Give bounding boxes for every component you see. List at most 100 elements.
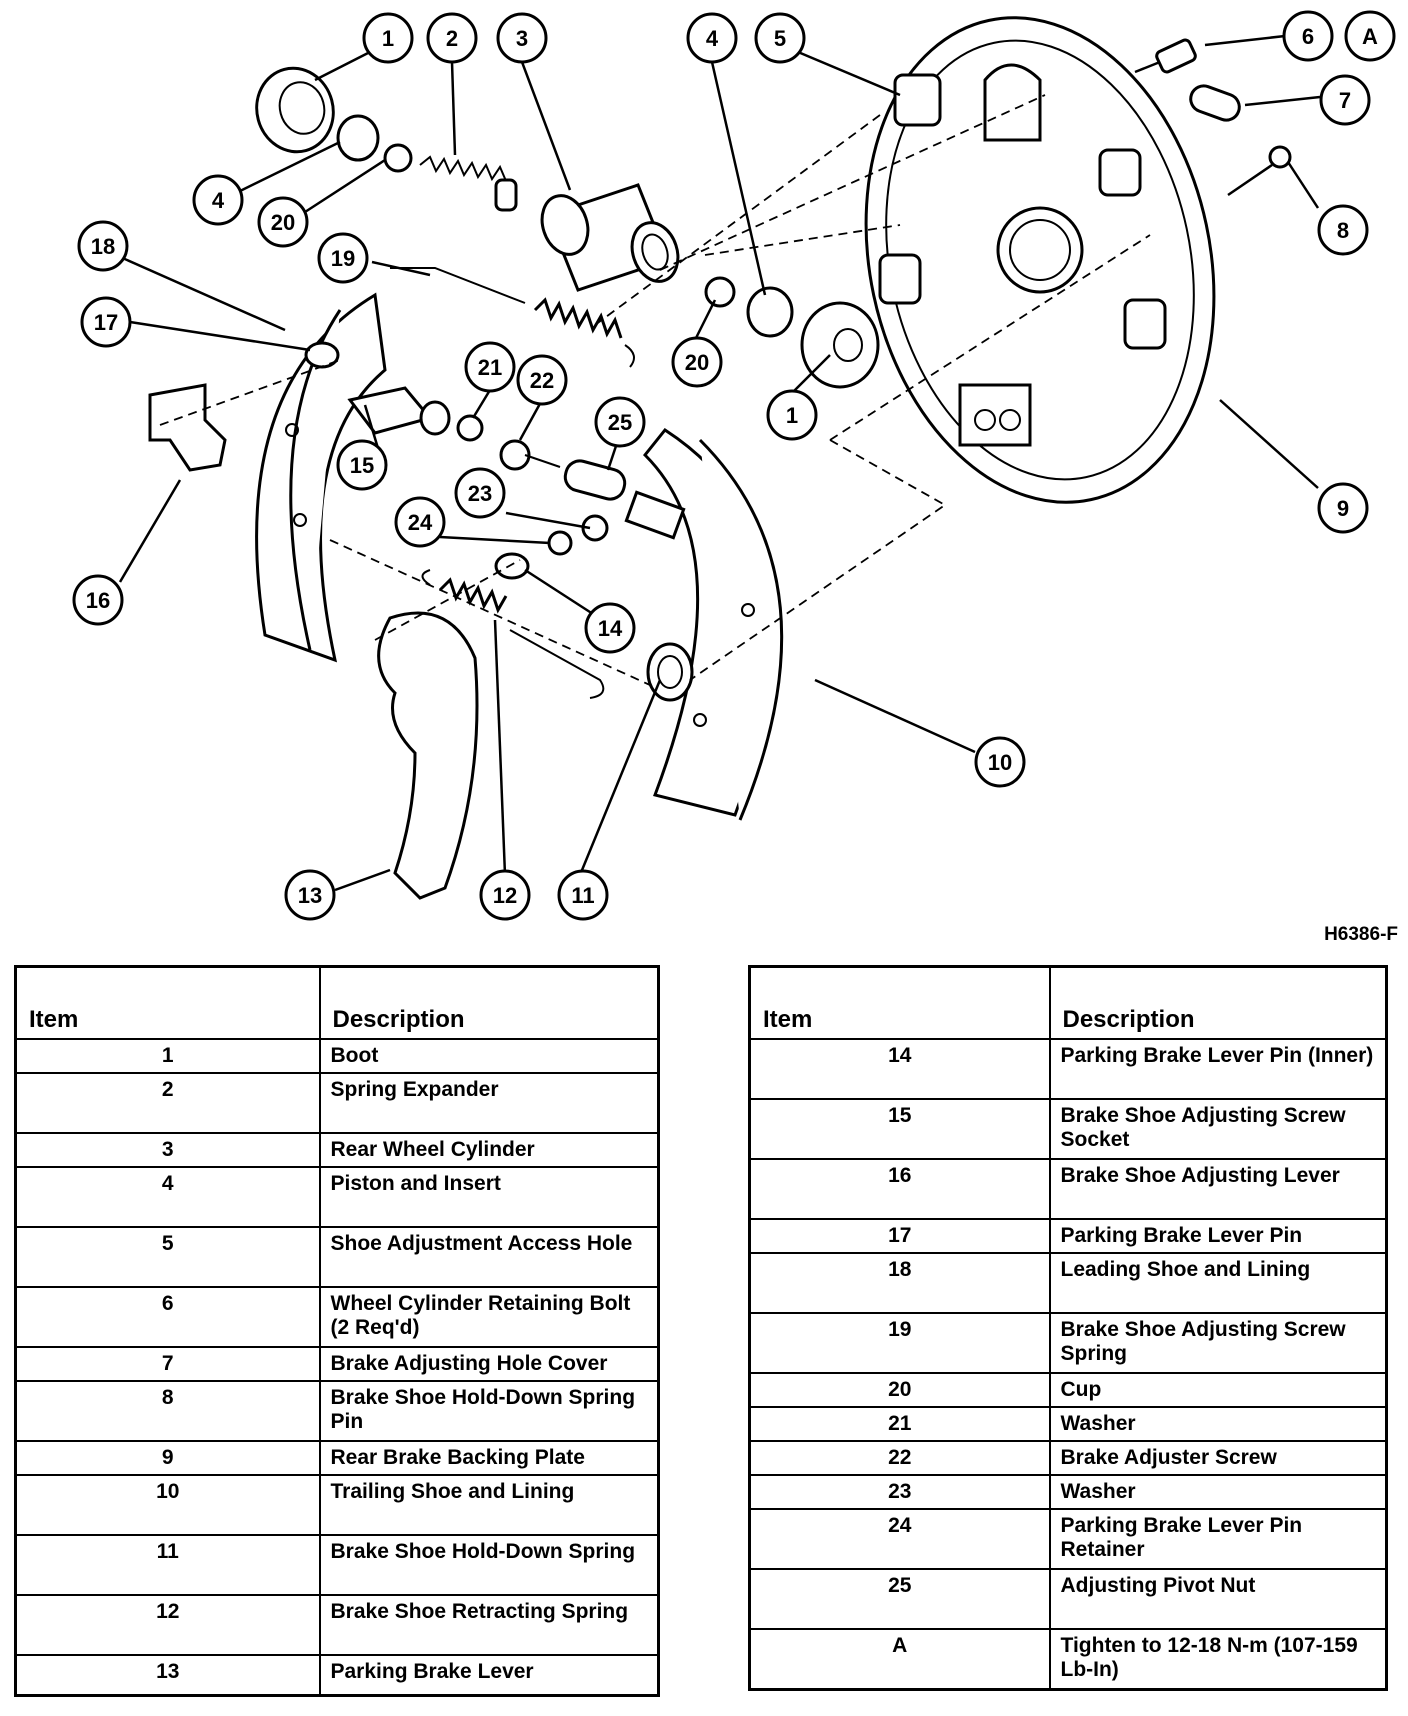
adjusting-screw-spring (390, 267, 635, 368)
svg-text:25: 25 (608, 410, 632, 435)
callout-17: 17 (80, 296, 132, 348)
item-number: 1 (14, 1038, 321, 1074)
callout-22: 22 (516, 354, 568, 406)
boot-left (255, 66, 335, 154)
item-description: Rear Wheel Cylinder (318, 1132, 660, 1168)
alignment-line (689, 439, 947, 681)
svg-text:8: 8 (1337, 218, 1349, 243)
item-description: Wheel Cylinder Retaining Bolt (2 Req'd) (318, 1286, 660, 1348)
callout-7: 7 (1319, 74, 1371, 126)
item-description: Washer (1048, 1474, 1388, 1510)
parking-brake-lever (377, 611, 479, 900)
item-number: 14 (748, 1038, 1051, 1100)
svg-text:12: 12 (493, 883, 517, 908)
item-number: 23 (748, 1474, 1051, 1510)
adjusting-pivot-nut (563, 459, 627, 501)
item-number: 7 (14, 1346, 321, 1382)
svg-text:13: 13 (298, 883, 322, 908)
item-number: 11 (14, 1534, 321, 1596)
svg-text:4: 4 (706, 26, 719, 51)
cup-left (383, 143, 413, 173)
callout-10: 10 (974, 736, 1026, 788)
item-number: 17 (748, 1218, 1051, 1254)
leading-shoe (255, 292, 387, 663)
callout-20: 20 (257, 196, 309, 248)
callout-24: 24 (394, 496, 446, 548)
item-number: 15 (748, 1098, 1051, 1160)
svg-text:6: 6 (1302, 24, 1314, 49)
washer-21 (456, 414, 484, 442)
item-description: Brake Adjuster Screw (1048, 1440, 1388, 1476)
callout-11: 11 (557, 869, 609, 921)
item-number: 9 (14, 1440, 321, 1476)
item-description: Brake Shoe Hold-Down Spring (318, 1534, 660, 1596)
callout-5: 5 (754, 12, 806, 64)
svg-text:24: 24 (408, 510, 433, 535)
table-header-row: Item Description (748, 965, 1388, 1040)
alignment-line (329, 539, 651, 686)
item-description: Boot (318, 1038, 660, 1074)
boot-right (800, 301, 880, 389)
svg-text:21: 21 (478, 355, 502, 380)
callout-23: 23 (454, 467, 506, 519)
exploded-brake-diagram: 123456A742081819172122201251592324161410… (72, 10, 1398, 940)
alignment-line (829, 234, 1151, 441)
trailing-shoe (624, 428, 784, 821)
item-description: Brake Shoe Adjusting Screw Socket (1048, 1098, 1388, 1160)
callout-16: 16 (72, 574, 124, 626)
item-description: Adjusting Pivot Nut (1048, 1568, 1388, 1630)
svg-text:11: 11 (571, 883, 594, 908)
svg-text:20: 20 (685, 350, 709, 375)
item-description: Brake Shoe Hold-Down Spring Pin (318, 1380, 660, 1442)
adjuster-screw (499, 439, 561, 471)
svg-text:20: 20 (271, 210, 295, 235)
item-number: 8 (14, 1380, 321, 1442)
item-description: Leading Shoe and Lining (1048, 1252, 1388, 1314)
svg-text:2: 2 (446, 26, 458, 51)
adjusting-screw-socket (347, 386, 451, 436)
svg-text:1: 1 (382, 26, 394, 51)
item-number: 4 (14, 1166, 321, 1228)
spring-expander (419, 155, 518, 212)
item-description: Shoe Adjustment Access Hole (318, 1226, 660, 1288)
svg-text:19: 19 (331, 246, 355, 271)
cup-right (704, 276, 736, 308)
callout-25: 25 (594, 396, 646, 448)
item-description: Spring Expander (318, 1072, 660, 1134)
alignment-line (704, 224, 901, 256)
svg-text:7: 7 (1339, 88, 1351, 113)
backing-plate (864, 16, 1216, 504)
callout-1: 1 (362, 12, 414, 64)
column-header-item: Item (748, 965, 1051, 1040)
item-number: 6 (14, 1286, 321, 1348)
item-number: A (748, 1628, 1051, 1690)
item-number: 3 (14, 1132, 321, 1168)
adjusting-hole-cover (1189, 84, 1241, 122)
column-header-description: Description (1048, 965, 1388, 1040)
item-description: Parking Brake Lever Pin (Inner) (1048, 1038, 1388, 1100)
svg-text:1: 1 (786, 403, 798, 428)
item-description: Rear Brake Backing Plate (318, 1440, 660, 1476)
